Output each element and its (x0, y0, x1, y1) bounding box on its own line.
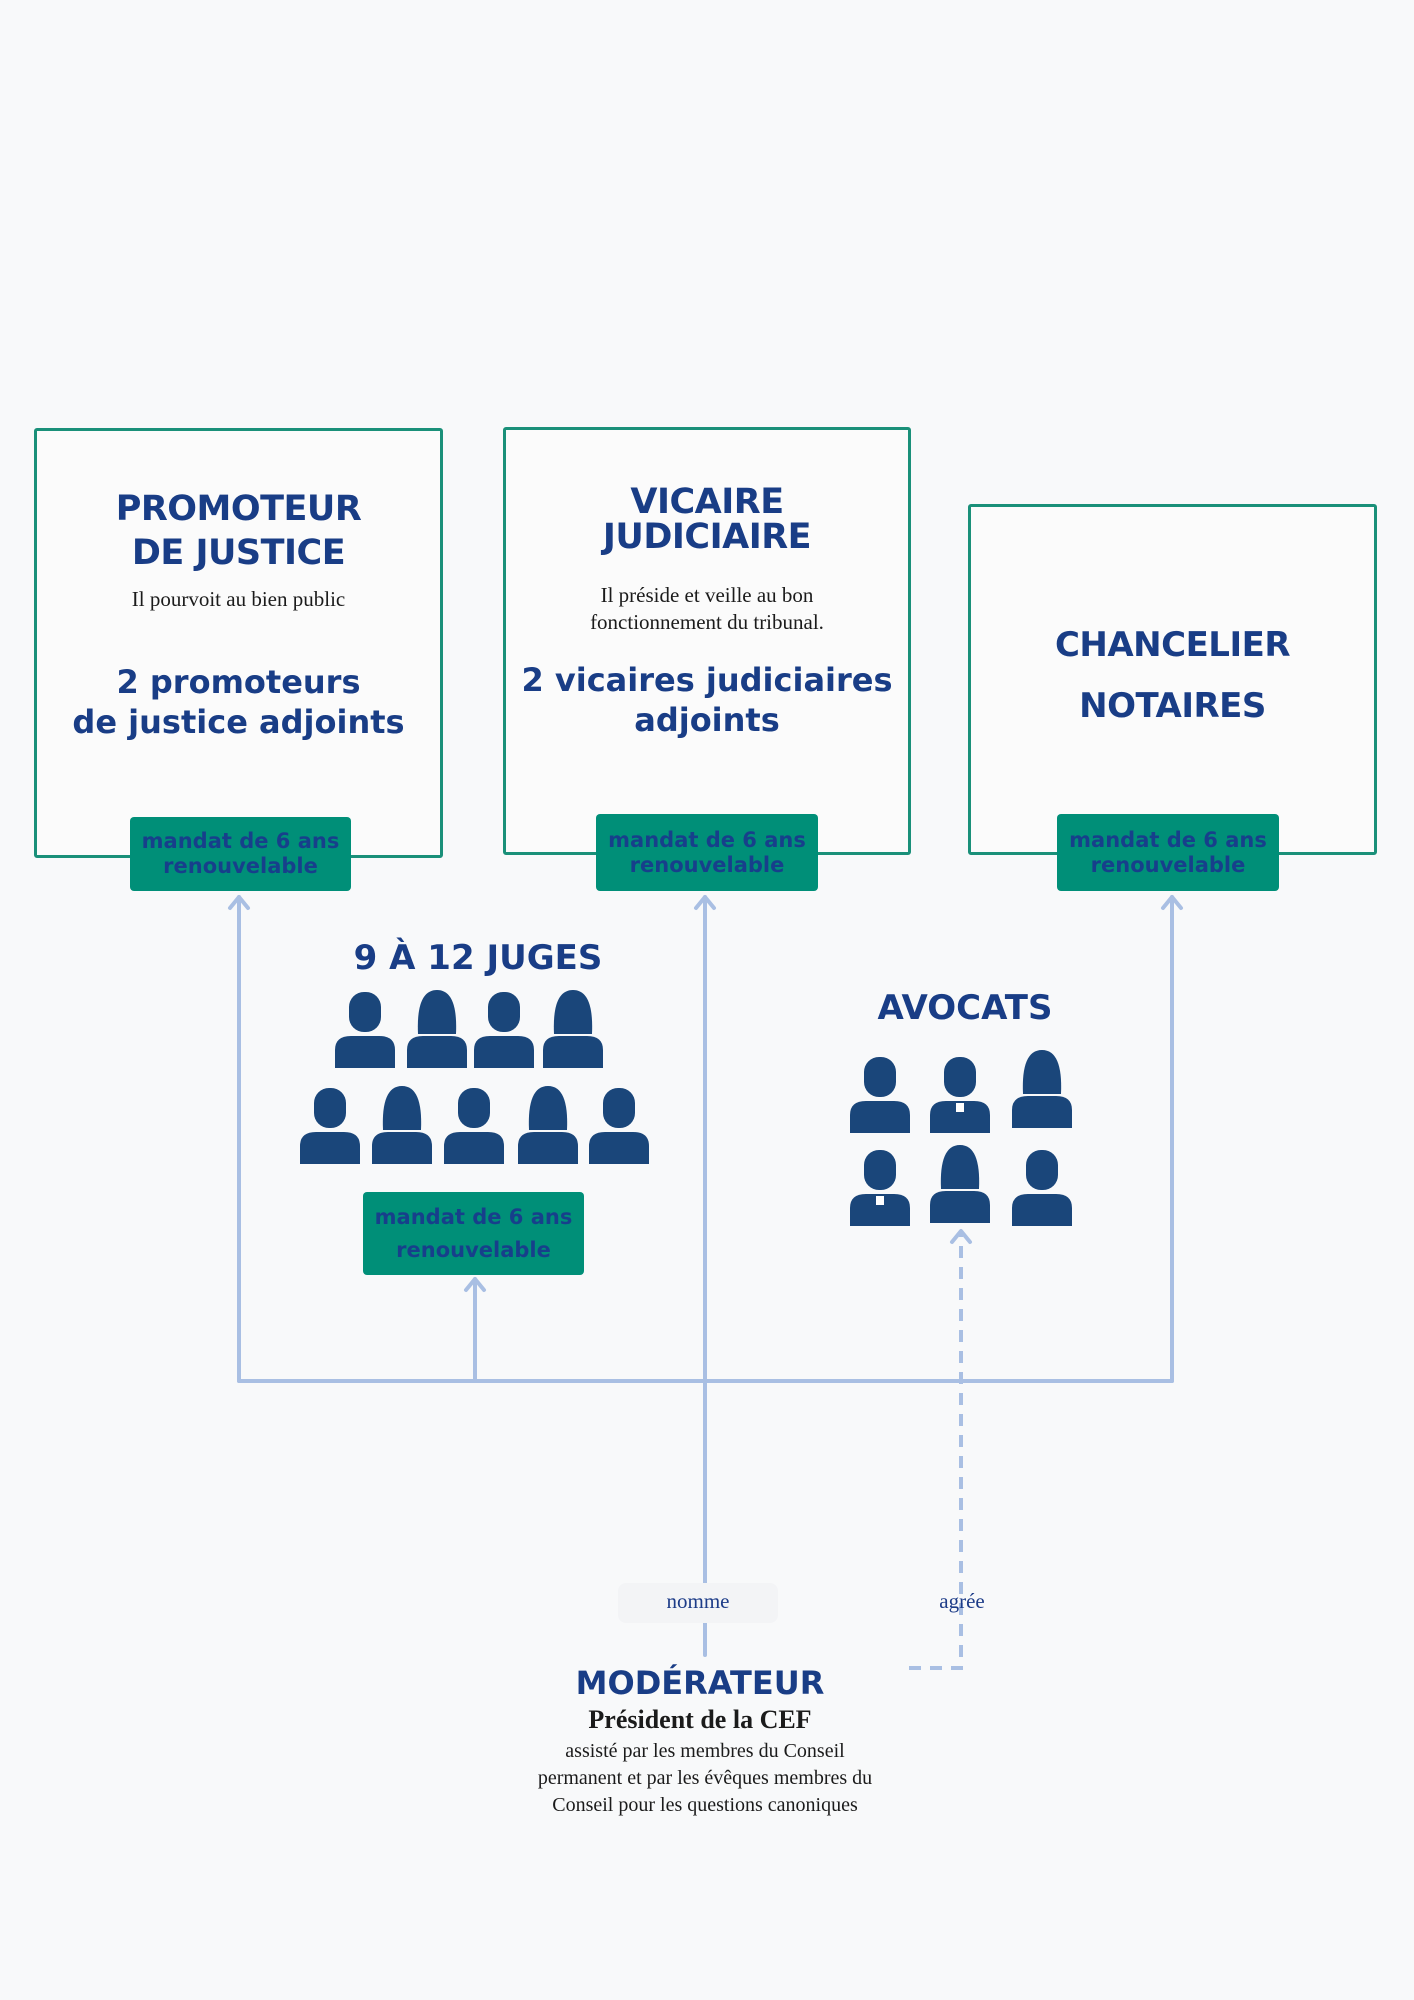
male-person-icon (335, 992, 395, 1068)
chancelier-mandat-line1: mandat de 6 ans (1069, 827, 1267, 852)
moderateur-title: MODÉRATEUR (575, 1664, 825, 1702)
promoteur-box: PROMOTEUR DE JUSTICE Il pourvoit au bien… (34, 428, 443, 858)
vicaire-description: Il préside et veille au bon fonctionneme… (506, 582, 908, 636)
promoteur-mandat-line1: mandat de 6 ans (141, 829, 340, 853)
avocats-people-group (850, 1050, 1072, 1226)
promoteur-title-line2: DE JUSTICE (131, 533, 346, 573)
promoteur-description: Il pourvoit au bien public (131, 587, 346, 611)
chancelier-box: CHANCELIER NOTAIRES (968, 504, 1377, 855)
vicaire-box: VICAIRE JUDICIAIRE Il préside et veille … (503, 427, 911, 855)
male-person-icon (589, 1088, 649, 1164)
promoteur-mandat-badge: mandat de 6 ans renouvelable (130, 817, 351, 891)
connector-agree-dashed (909, 1231, 963, 1670)
avocats-heading: AVOCATS (877, 988, 1053, 1028)
promoteur-adjoints-line2: de justice adjoints (72, 703, 405, 741)
female-person-icon (518, 1086, 578, 1164)
arrowhead-juges (464, 1277, 486, 1292)
chancelier-title-line1: CHANCELIER (1054, 625, 1291, 665)
juges-people-group (300, 990, 649, 1164)
vicaire-description-line2: fonctionnement du tribunal. (590, 610, 824, 634)
moderateur-subtitle: Président de la CEF (588, 1705, 812, 1734)
male-person-icon (474, 992, 534, 1068)
promoteur-adjoints-line1: 2 promoteurs (116, 663, 361, 701)
chancelier-title-line2: NOTAIRES (1079, 686, 1266, 726)
male-person-icon (444, 1088, 504, 1164)
vicaire-title-line1: VICAIRE (630, 482, 784, 522)
vicaire-mandat-line1: mandat de 6 ans (608, 827, 806, 852)
male-person-icon (1012, 1150, 1072, 1226)
juges-mandat-badge: mandat de 6 ans renouvelable (363, 1192, 584, 1275)
arrowhead-avocats (950, 1229, 972, 1244)
promoteur-mandat-line2: renouvelable (163, 854, 318, 878)
moderateur-description: assisté par les membres du Conseil perma… (450, 1738, 960, 1819)
arrowhead-chancelier (1161, 895, 1183, 910)
agree-label: agrée (939, 1589, 985, 1613)
chancelier-mandat-line2: renouvelable (1090, 852, 1246, 877)
juges-mandat-line1: mandat de 6 ans (374, 1204, 573, 1229)
vicaire-title-line2: JUDICIAIRE (602, 517, 812, 557)
nomme-label-bg (618, 1583, 778, 1623)
male-person-icon (850, 1057, 910, 1133)
promoteur-adjoints: 2 promoteurs de justice adjoints (37, 662, 440, 742)
female-person-icon (1012, 1050, 1072, 1128)
promoteur-title-line1: PROMOTEUR (115, 489, 362, 529)
vicaire-title: VICAIRE JUDICIAIRE (506, 485, 908, 555)
female-person-icon (930, 1145, 990, 1223)
chancelier-mandat-badge: mandat de 6 ans renouvelable (1057, 814, 1279, 891)
chancelier-title: CHANCELIER NOTAIRES (971, 615, 1374, 737)
vicaire-adjoints-line1: 2 vicaires judiciaires (521, 661, 893, 699)
promoteur-title: PROMOTEUR DE JUSTICE (37, 487, 440, 575)
arrowhead-promoteur (228, 895, 250, 910)
vicaire-mandat-badge: mandat de 6 ans renouvelable (596, 814, 818, 891)
female-person-icon (407, 990, 467, 1068)
vicaire-adjoints: 2 vicaires judiciaires adjoints (506, 660, 908, 740)
vicaire-adjoints-line2: adjoints (634, 701, 780, 739)
moderateur-desc-line2: permanent et par les évêques membres du (537, 1767, 873, 1789)
moderateur-desc-line3: Conseil pour les questions canoniques (552, 1794, 858, 1816)
arrowhead-vicaire (694, 895, 716, 910)
juges-mandat-line2: renouvelable (396, 1237, 551, 1262)
vicaire-mandat-line2: renouvelable (629, 852, 785, 877)
female-person-icon (543, 990, 603, 1068)
cleric-person-icon (850, 1150, 910, 1226)
male-person-icon (300, 1088, 360, 1164)
juges-heading: 9 À 12 JUGES (353, 938, 603, 978)
vicaire-description-line1: Il préside et veille au bon (600, 583, 814, 607)
moderateur-desc-line1: assisté par les membres du Conseil (565, 1740, 845, 1762)
cleric-person-icon (930, 1057, 990, 1133)
nomme-label: nomme (666, 1589, 730, 1613)
female-person-icon (372, 1086, 432, 1164)
